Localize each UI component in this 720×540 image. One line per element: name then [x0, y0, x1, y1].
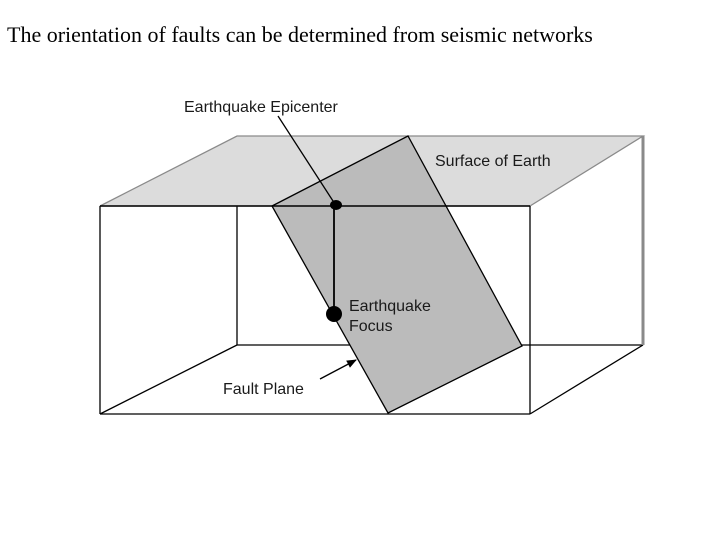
epicenter-label: Earthquake Epicenter: [184, 99, 339, 116]
focus-label-line2: Focus: [349, 318, 393, 335]
slide-title: The orientation of faults can be determi…: [7, 22, 593, 47]
fault-plane-arrow: [319, 359, 357, 380]
focus-label-line1: Earthquake: [349, 298, 431, 315]
surface-label: Surface of Earth: [435, 153, 551, 170]
epicenter-leader-line: [277, 115, 334, 202]
block-front-edges: [99, 206, 644, 415]
fault-plane-label: Fault Plane: [223, 381, 304, 398]
epicenter-marker: [330, 200, 342, 210]
focus-marker: [326, 306, 342, 322]
